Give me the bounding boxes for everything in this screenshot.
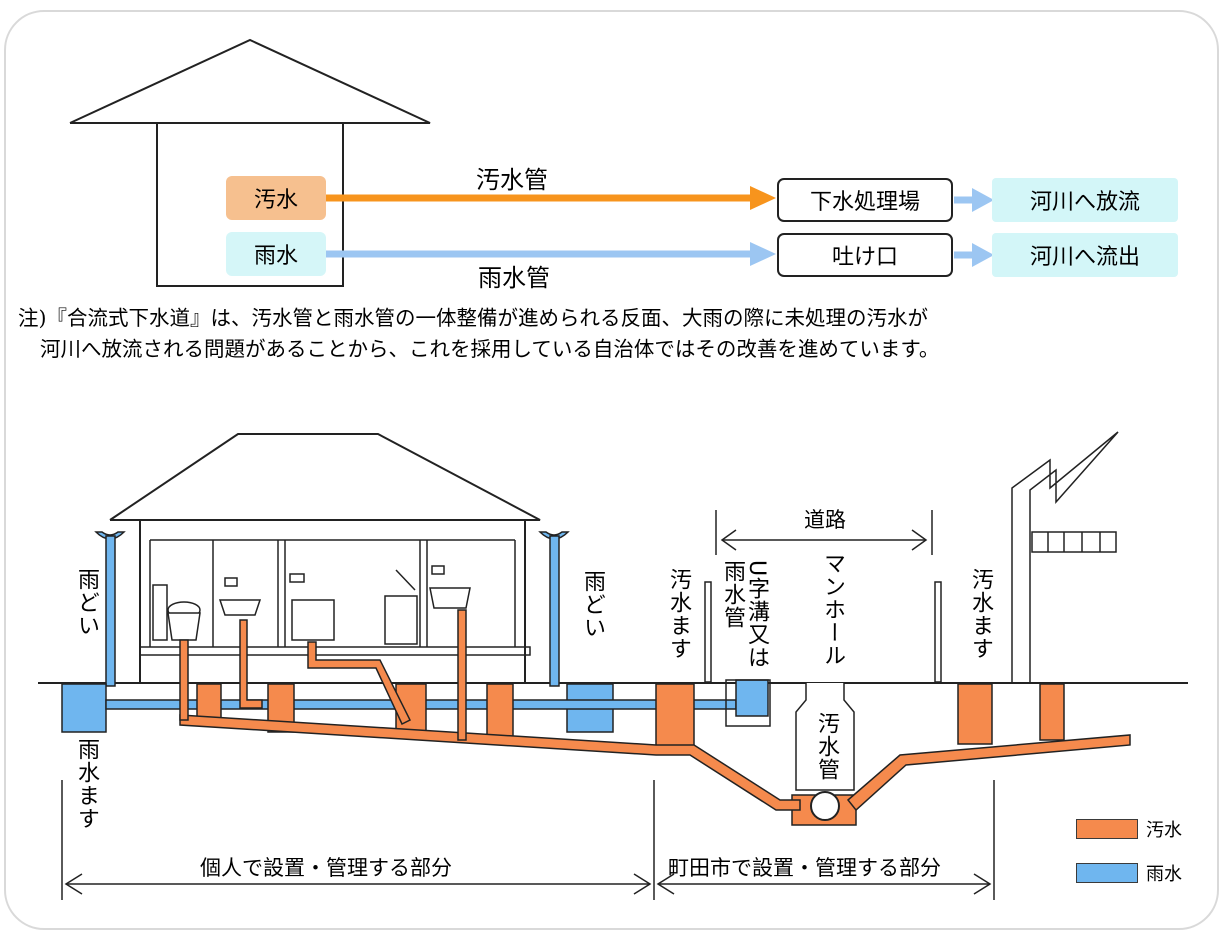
sink1-drain (239, 619, 263, 709)
manhole-shaft (795, 683, 855, 791)
manhole-label: マンホール (820, 552, 845, 667)
diagram-frame (4, 10, 1219, 930)
rain-basin-label: 雨水ます (74, 738, 99, 830)
factory-outline (1011, 431, 1119, 683)
house2-roof (109, 433, 541, 521)
note-line-1: 注)『合流式下水道』は、汚水管と雨水管の一体整備が進められる反面、大雨の際に未処… (18, 306, 928, 330)
sewage-basin-right-box (957, 683, 993, 745)
rain-pipe-arrowhead (750, 242, 776, 266)
sewage-basin-left-box (655, 683, 695, 751)
outlet-to-river-arrow (972, 243, 994, 267)
downspout-left-label: 雨どい (74, 568, 99, 637)
plant-to-river-arrow (972, 188, 994, 212)
legend-swatch-sewage (1076, 819, 1138, 839)
sewage-source-box: 汚水 (226, 176, 326, 220)
road-label: 道路 (804, 508, 846, 532)
rain-pipe-label: 雨水管 (478, 264, 550, 292)
private-section-label: 個人で設置・管理する部分 (200, 856, 452, 880)
bathtub-fixture (289, 573, 335, 641)
sewage-rise-right (846, 734, 1131, 812)
sewage-riser-1 (196, 683, 222, 721)
sewage-main-slope (179, 714, 801, 811)
treatment-plant-box: 下水処理場 (777, 178, 953, 222)
toilet-fixture (152, 584, 201, 641)
u-ditch-label: U字溝又は雨水管 (720, 560, 769, 670)
downspout-left (105, 535, 116, 687)
sewage-pipe-label: 汚水管 (476, 166, 548, 194)
outlet-box: 吐け口 (777, 233, 953, 277)
legend-swatch-rain (1076, 863, 1138, 883)
house-roof (69, 38, 431, 124)
legend-label-rain: 雨水 (1146, 864, 1182, 885)
factory-windows (1031, 531, 1117, 553)
toilet-drain (179, 639, 189, 721)
sink2-fixture (429, 565, 471, 609)
sewage-basin-right-label: 汚水ます (968, 568, 993, 660)
legend-label-sewage: 汚水 (1146, 820, 1182, 841)
house2-floor (139, 646, 531, 656)
bath-drain (307, 641, 412, 726)
sewage-basin-left-label: 汚水ます (666, 568, 691, 660)
sink1-fixture (218, 577, 262, 616)
house-wall (156, 122, 344, 287)
rain-basin-box (61, 683, 107, 733)
river-outflow-box: 河川へ流出 (992, 233, 1178, 277)
river-discharge-box: 河川へ放流 (992, 178, 1178, 222)
downspout-right (549, 535, 560, 687)
sewer-main-pipe (810, 791, 840, 821)
sewer-main-label: 汚水管 (814, 712, 839, 781)
city-section-label: 町田市で設置・管理する部分 (668, 856, 941, 880)
sewage-pipe-arrowhead (750, 186, 776, 210)
washer-fixture (384, 569, 418, 645)
sewage-riser-5 (1039, 683, 1065, 741)
u-ditch-box (735, 679, 769, 717)
note-line-2: 河川へ放流される問題があることから、これを採用している自治体ではその改善を進めて… (40, 337, 940, 361)
downspout-right-label: 雨どい (580, 570, 605, 639)
sink2-drain (457, 609, 467, 741)
rain-source-box: 雨水 (226, 232, 326, 276)
